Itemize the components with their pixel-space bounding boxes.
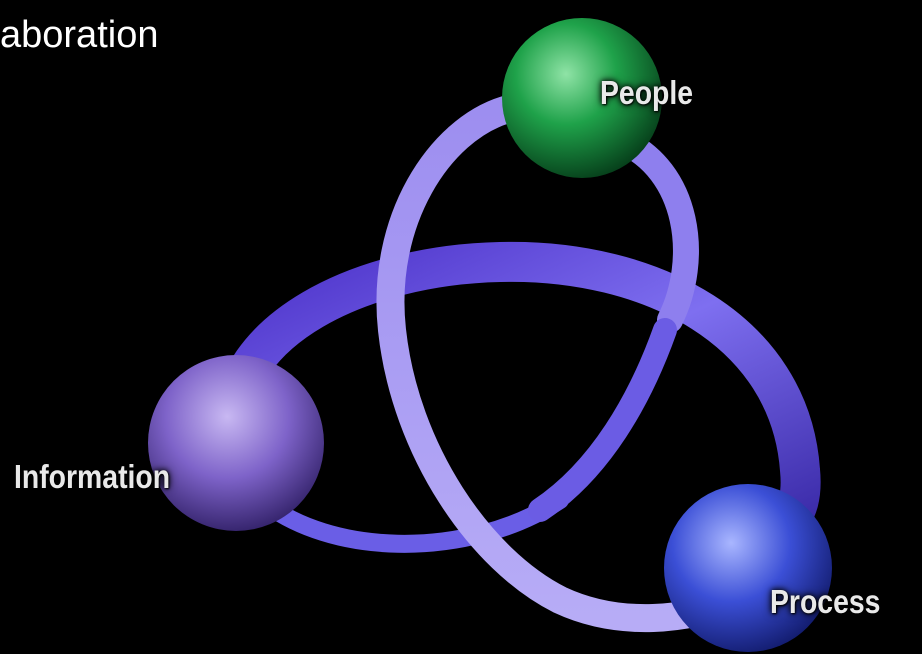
information-sphere <box>148 355 324 531</box>
people-label: People <box>600 74 694 111</box>
ribbon-left-strand <box>376 96 749 633</box>
people-sphere <box>502 18 662 178</box>
process-label: Process <box>770 583 881 620</box>
ribbon-right-strand-lower <box>528 318 677 522</box>
slide-title: aboration <box>0 14 159 56</box>
ribbon-right-strand <box>607 127 699 333</box>
process-sphere <box>664 484 832 652</box>
ribbon-ellipse <box>211 241 821 548</box>
information-label: Information <box>14 458 171 495</box>
